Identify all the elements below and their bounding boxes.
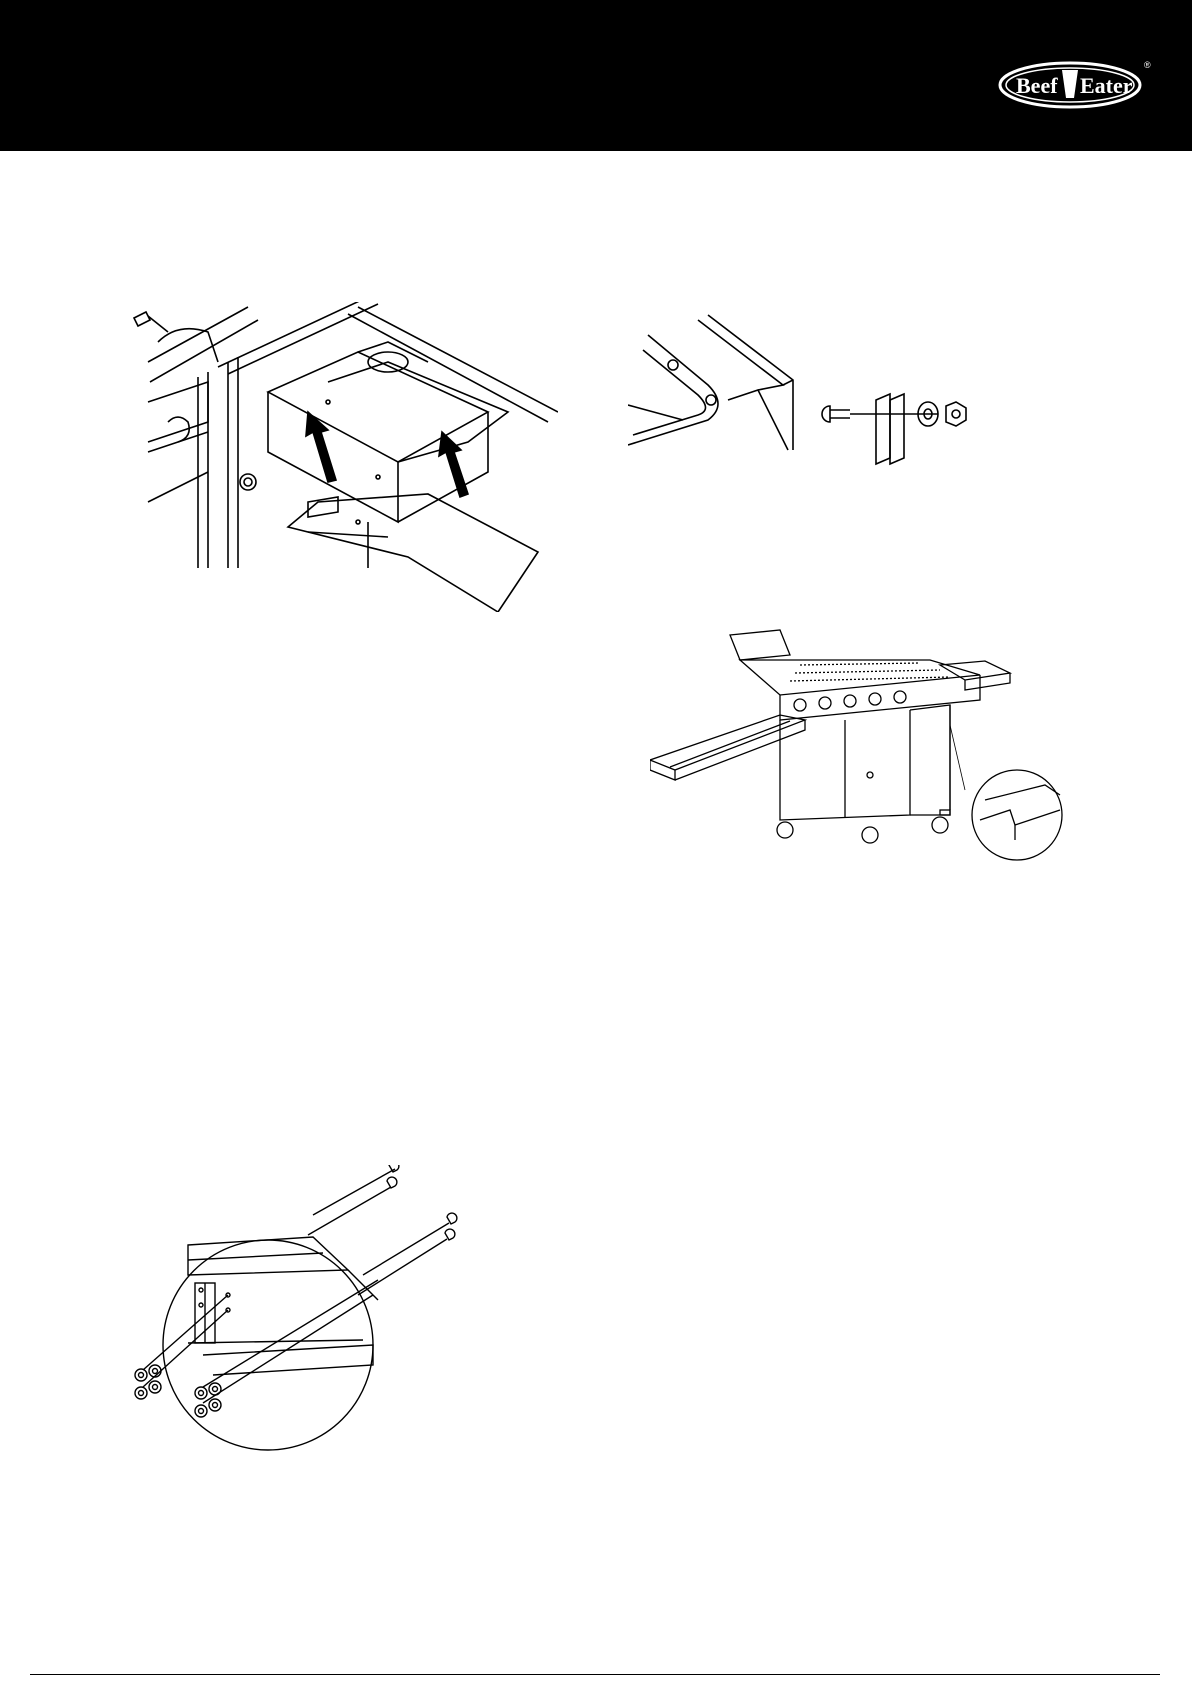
figure-panel-bolt-detail [133,1165,473,1455]
logo-text-part2: Eater [1080,73,1133,98]
grease-tray-diagram-icon [128,302,558,612]
beefeater-logo: Beef Eater ® [998,58,1154,112]
logo-text-part1: Beef [1016,73,1058,98]
figure-bolt-washer-assembly [628,310,988,480]
footer-rule [30,1674,1160,1675]
figure-grease-tray-insertion [128,302,558,612]
figure-bbq-trolley-side-shelf [650,625,1080,865]
header-bar: Beef Eater ® [0,0,1192,151]
registered-mark: ® [1144,60,1151,70]
panel-bolts-diagram-icon [133,1165,473,1455]
bolt-assembly-diagram-icon [628,310,988,480]
bbq-trolley-diagram-icon [650,625,1080,865]
